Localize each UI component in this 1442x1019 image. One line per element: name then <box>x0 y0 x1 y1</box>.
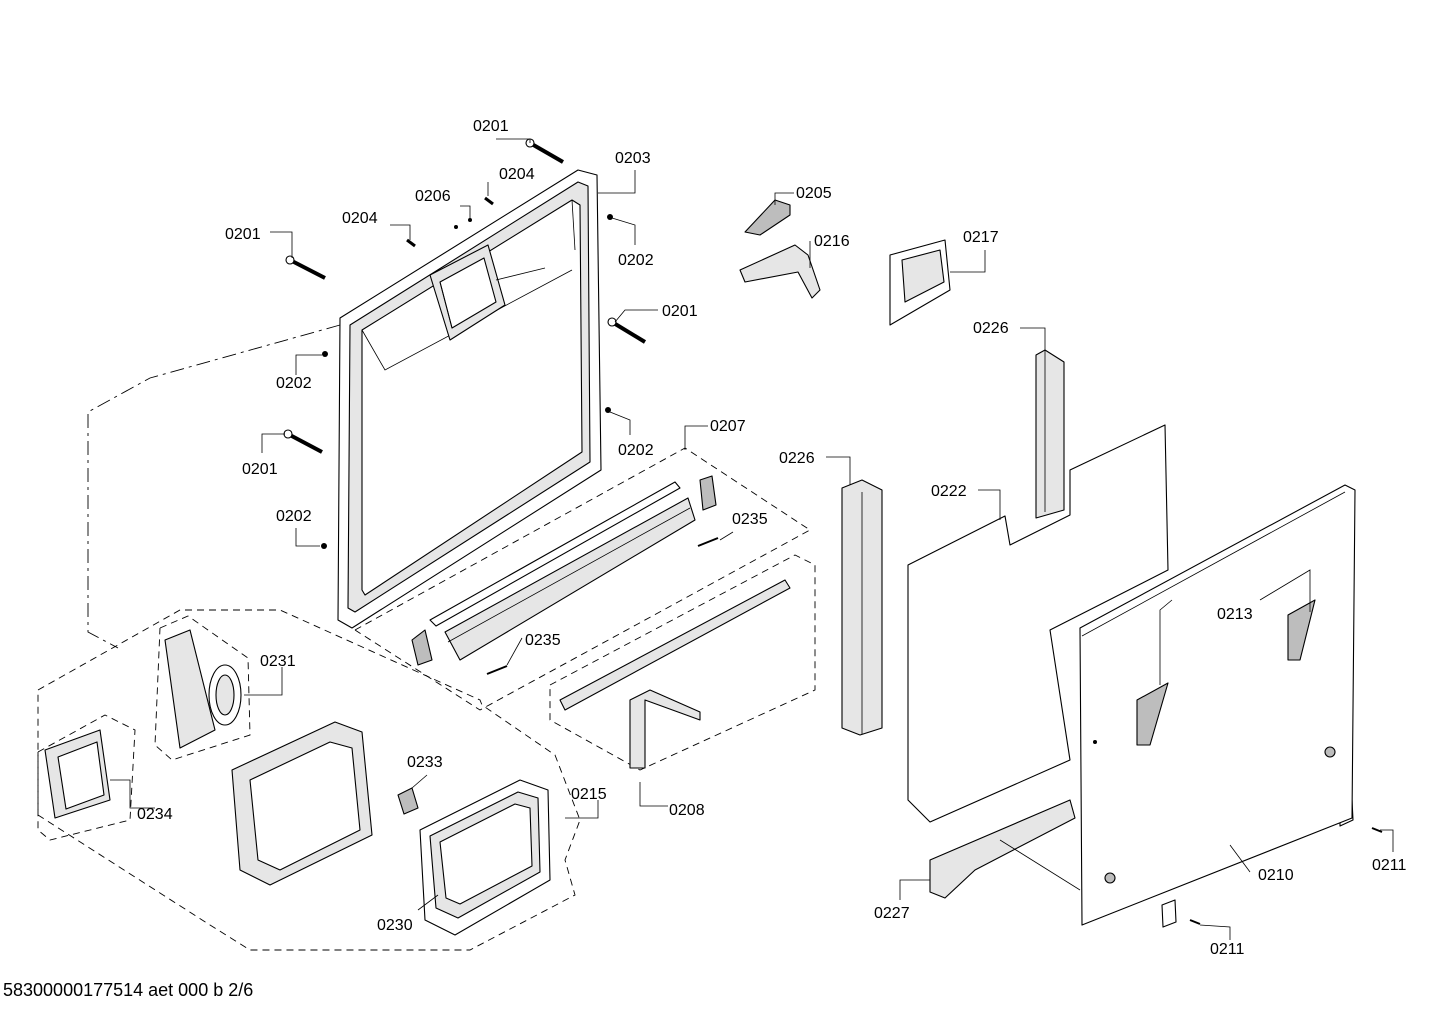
label-0201-left-lower: 0201 <box>242 461 278 478</box>
door-bottom-strips <box>411 475 719 675</box>
part-labels: 0201 0203 0204 0206 0204 0201 0202 0201 … <box>137 118 1407 958</box>
screw-0201-lower-icon <box>283 429 323 454</box>
label-0222: 0222 <box>931 483 967 500</box>
label-0216: 0216 <box>814 233 850 250</box>
clip-0206-icon <box>454 225 458 229</box>
hose-part <box>164 629 216 749</box>
screw-0211-a-icon <box>1371 827 1383 833</box>
label-0215: 0215 <box>571 786 607 803</box>
handle-slot-right <box>1287 599 1316 661</box>
label-0206: 0206 <box>415 188 451 205</box>
control-module-group <box>44 629 551 936</box>
label-0226-upper: 0226 <box>973 320 1009 337</box>
label-0207: 0207 <box>710 418 746 435</box>
hinge-bottom-icon <box>1161 899 1177 928</box>
bottom-bracket-0227 <box>929 799 1081 899</box>
drawing-id-footer: 58300000177514 aet 000 b 2/6 <box>3 980 254 1000</box>
label-0202-left-upper: 0202 <box>276 375 312 392</box>
screw-0211-b-icon <box>1189 919 1201 925</box>
screw-0204-a-icon <box>484 196 494 206</box>
label-0233: 0233 <box>407 754 443 771</box>
label-0202-right-lower: 0202 <box>618 442 654 459</box>
screw-0202-c-icon <box>605 407 611 413</box>
screw-0201-right-icon <box>607 317 647 344</box>
label-0235-upper: 0235 <box>732 511 768 528</box>
label-0231: 0231 <box>260 653 296 670</box>
label-0226-lower: 0226 <box>779 450 815 467</box>
upper-right-parts <box>739 199 951 326</box>
trim-strips <box>841 349 1065 736</box>
panel-0222 <box>907 424 1169 823</box>
label-0217: 0217 <box>963 229 999 246</box>
label-0235-lower: 0235 <box>525 632 561 649</box>
label-0234: 0234 <box>137 806 173 823</box>
screw-0202-a-icon <box>607 214 613 220</box>
label-0204-left: 0204 <box>342 210 378 227</box>
screw-0202-d-icon <box>321 543 327 549</box>
bracket-part-0216 <box>739 244 821 299</box>
label-0205: 0205 <box>796 185 832 202</box>
clip-0206b-icon <box>468 218 472 222</box>
clip-0233 <box>397 787 419 815</box>
screws <box>283 138 1383 928</box>
screw-0201-top-icon <box>525 138 564 164</box>
screw-0201-left-icon <box>285 255 326 280</box>
label-0208: 0208 <box>669 802 705 819</box>
label-0202-topright: 0202 <box>618 252 654 269</box>
label-0202-left-lower: 0202 <box>276 508 312 525</box>
label-0211-right: 0211 <box>1372 857 1407 874</box>
label-0230: 0230 <box>377 917 413 934</box>
handle-slot-left <box>1136 682 1169 746</box>
label-0210: 0210 <box>1258 867 1294 884</box>
label-0201-left: 0201 <box>225 226 261 243</box>
label-0203: 0203 <box>615 150 651 167</box>
label-0227: 0227 <box>874 905 910 922</box>
leader-lines <box>110 138 1394 940</box>
latch-part-0205 <box>744 199 791 236</box>
group-outlines <box>37 324 816 951</box>
trim-strip-0226-upper <box>1035 349 1065 519</box>
outer-door-panel <box>1079 484 1356 926</box>
label-0204-right: 0204 <box>499 166 535 183</box>
screw-0202-b-icon <box>322 351 328 357</box>
label-0201-right: 0201 <box>662 303 698 320</box>
screw-0204-b-icon <box>406 238 416 248</box>
label-0211-bottom: 0211 <box>1210 941 1245 958</box>
label-0213: 0213 <box>1217 606 1253 623</box>
bottom-rail-0208 <box>559 579 791 769</box>
label-0201-top: 0201 <box>473 118 509 135</box>
door-inner-frame <box>337 169 602 629</box>
